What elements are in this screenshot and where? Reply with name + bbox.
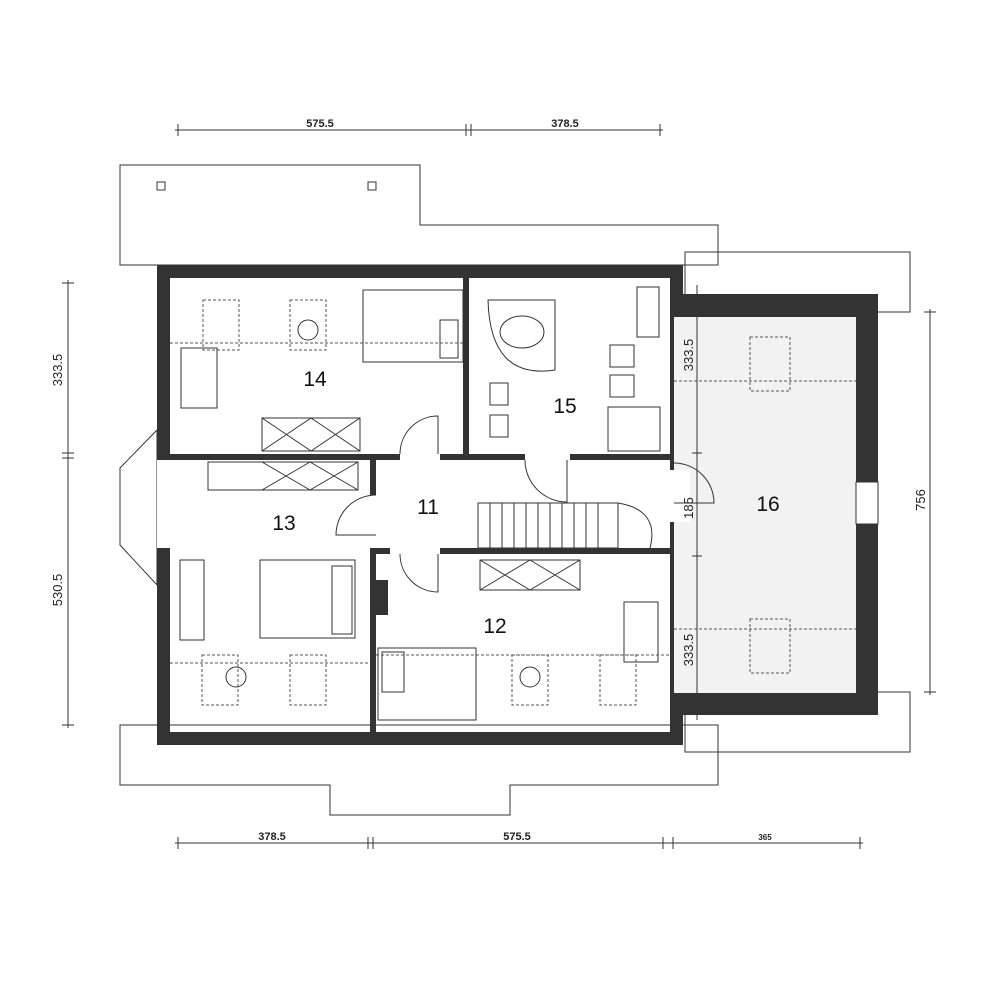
door[interactable]	[335, 494, 377, 536]
door[interactable]	[399, 553, 439, 593]
dimension-labels: 575.5 378.5 378.5 575.5 365 333.5 530.5 …	[50, 118, 928, 843]
dimension-lines	[62, 124, 936, 849]
dim-inner-3: 333.5	[681, 634, 696, 667]
garage-window	[855, 481, 879, 525]
room-label-11: 11	[417, 496, 439, 519]
dim-top-1: 575.5	[306, 118, 334, 130]
dim-bottom-2: 575.5	[503, 831, 531, 843]
dim-inner-1: 333.5	[681, 339, 696, 372]
garage-walls	[674, 294, 878, 715]
roof-outline-bottom	[119, 724, 719, 816]
staircase	[477, 502, 653, 549]
room-label-15: 15	[553, 395, 576, 418]
dim-bottom-3: 365	[758, 833, 772, 842]
door[interactable]	[673, 462, 715, 504]
dim-right: 756	[913, 489, 928, 511]
garage-floor	[674, 317, 856, 693]
room-label-13: 13	[272, 512, 295, 535]
dim-top-2: 378.5	[551, 118, 579, 130]
roof-window	[367, 181, 377, 191]
door[interactable]	[524, 459, 568, 503]
room-label-16: 16	[756, 493, 779, 516]
interior-walls	[170, 278, 670, 732]
dim-bottom-1: 378.5	[258, 831, 286, 843]
roof-outline-top	[119, 164, 719, 266]
dim-left-1: 333.5	[50, 354, 65, 387]
dim-inner-2: 185	[681, 497, 696, 519]
furniture	[170, 286, 670, 721]
room-label-12: 12	[483, 615, 506, 638]
bay-window	[119, 428, 158, 587]
skylight	[749, 336, 791, 392]
room-label-14: 14	[303, 368, 327, 391]
roof-window	[156, 181, 166, 191]
bay-opening	[157, 460, 170, 548]
dim-left-2: 530.5	[50, 574, 65, 607]
skylight	[749, 618, 791, 674]
door[interactable]	[399, 415, 439, 455]
